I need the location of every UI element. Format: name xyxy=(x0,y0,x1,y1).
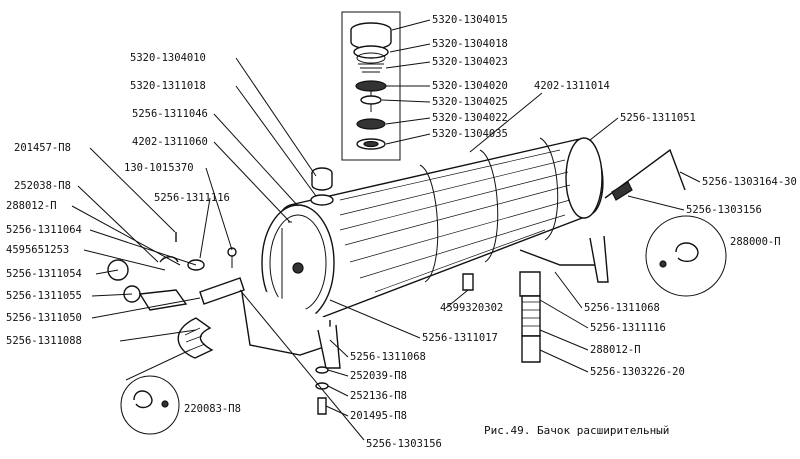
label-5256-1303226-20: 5256-1303226-20 xyxy=(590,366,685,378)
label-5256-1303156-bottom: 5256-1303156 xyxy=(366,438,442,450)
label-5256-1311116-right: 5256-1311116 xyxy=(590,322,666,334)
label-5256-1311068-right: 5256-1311068 xyxy=(584,302,660,314)
label-5320-1311018: 5320-1311018 xyxy=(130,80,206,92)
label-5320-1304018: 5320-1304018 xyxy=(432,38,508,50)
label-5256-1303164-30: 5256-1303164-30 xyxy=(702,176,797,188)
small-parts xyxy=(315,273,474,415)
lower-hose xyxy=(519,271,541,363)
outlet-pipe xyxy=(604,148,686,201)
label-4202-1311060: 4202-1311060 xyxy=(132,136,208,148)
tank-body xyxy=(261,137,604,322)
label-5320-1304010: 5320-1304010 xyxy=(130,52,206,64)
label-5256-1311088: 5256-1311088 xyxy=(6,335,82,347)
label-5256-1311054: 5256-1311054 xyxy=(6,268,82,280)
label-5320-1304020: 5320-1304020 xyxy=(432,80,508,92)
label-5320-1304015: 5320-1304015 xyxy=(432,14,508,26)
figure-caption: Рис.49. Бачок расширительный xyxy=(484,424,669,437)
label-4202-1311014: 4202-1311014 xyxy=(534,80,610,92)
leader-lines xyxy=(71,19,701,441)
label-5256-1303156-right: 5256-1303156 xyxy=(686,204,762,216)
label-130-1015370: 130-1015370 xyxy=(124,162,194,174)
label-5256-1311055: 5256-1311055 xyxy=(6,290,82,302)
label-5256-1311050: 5256-1311050 xyxy=(6,312,82,324)
label-5256-1311046: 5256-1311046 xyxy=(132,108,208,120)
label-201495-p8: 201495-П8 xyxy=(350,410,407,422)
label-252136-p8: 252136-П8 xyxy=(350,390,407,402)
label-288000-p: 288000-П xyxy=(730,236,781,248)
label-288012-p-right: 288012-П xyxy=(590,344,641,356)
label-252038-p8: 252038-П8 xyxy=(14,180,71,192)
label-5256-1311051: 5256-1311051 xyxy=(620,112,696,124)
label-201457-p8: 201457-П8 xyxy=(14,142,71,154)
left-fittings xyxy=(107,232,245,359)
cap-assembly xyxy=(341,11,401,161)
label-288012-p-left: 288012-П xyxy=(6,200,57,212)
label-252039-p8: 252039-П8 xyxy=(350,370,407,382)
clamp-detail-right xyxy=(645,215,727,297)
label-5320-1304035: 5320-1304035 xyxy=(432,128,508,140)
label-5256-1311064: 5256-1311064 xyxy=(6,224,82,236)
label-5256-1311116-top: 5256-1311116 xyxy=(154,192,230,204)
label-5320-1304022: 5320-1304022 xyxy=(432,112,508,124)
label-4599320302: 4599320302 xyxy=(440,302,503,314)
label-220083-p8: 220083-П8 xyxy=(184,403,241,415)
label-5320-1304023: 5320-1304023 xyxy=(432,56,508,68)
label-5320-1304025: 5320-1304025 xyxy=(432,96,508,108)
label-5256-1311017: 5256-1311017 xyxy=(422,332,498,344)
part-labels: 5320-1304015 5320-1304018 5320-1304023 5… xyxy=(6,14,797,450)
clamp-detail-left xyxy=(120,375,180,435)
brackets xyxy=(239,235,609,369)
label-5256-1311068-bottom: 5256-1311068 xyxy=(350,351,426,363)
label-4595651253: 4595651253 xyxy=(6,244,69,256)
